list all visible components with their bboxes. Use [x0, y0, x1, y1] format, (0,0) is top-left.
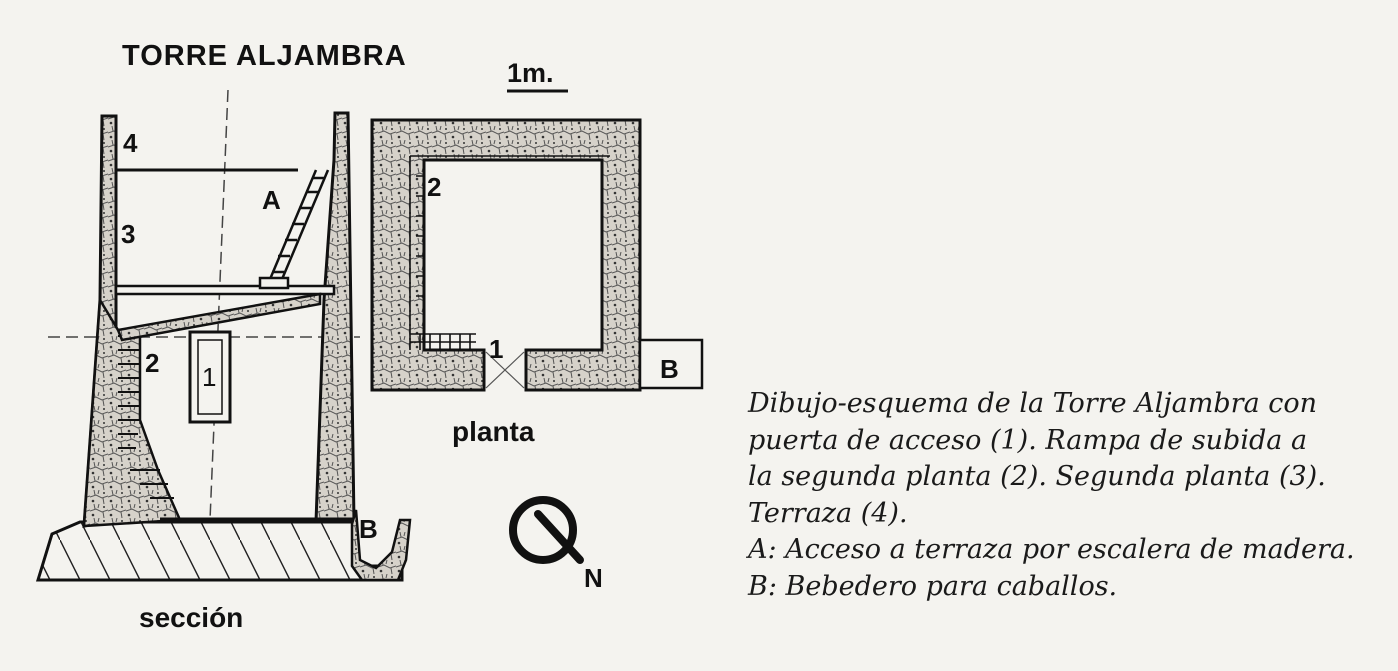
- door-section: [188, 330, 232, 424]
- plan-marker-b: B: [660, 354, 679, 384]
- caption-line-5: A: Acceso a terraza por escalera de made…: [748, 534, 1355, 565]
- section-marker-3: 3: [121, 219, 136, 249]
- caption-line-6: B: Bebedero para caballos.: [748, 570, 1118, 602]
- caption-line-4: Terraza (4).: [748, 497, 908, 529]
- north-arrow: [509, 496, 584, 564]
- trough-plan: [638, 338, 704, 390]
- caption: Dibujo-esquema de la Torre Aljambra con …: [748, 386, 1388, 605]
- plan-view-label: planta: [452, 416, 535, 447]
- caption-line-2: puerta de acceso (1). Rampa de subida a: [748, 424, 1308, 456]
- section-drawing: [35, 89, 412, 582]
- figure-title: TORRE ALJAMBRA: [122, 40, 407, 72]
- plan-marker-2: 2: [427, 172, 442, 202]
- plan-marker-1: 1: [489, 334, 504, 364]
- upper-ramp: [116, 292, 322, 342]
- right-wall: [314, 111, 356, 524]
- second-floor: [114, 284, 336, 296]
- door-plan: [485, 351, 525, 389]
- caption-line-3: la segunda planta (2). Segunda planta (3…: [748, 461, 1326, 492]
- section-marker-4: 4: [123, 128, 138, 158]
- section-marker-a: A: [262, 185, 281, 215]
- section-marker-1: 1: [202, 362, 217, 392]
- plan-drawing: [370, 89, 704, 392]
- section-marker-2: 2: [145, 348, 160, 378]
- section-view-label: sección: [139, 602, 244, 633]
- ground-foundation: [35, 520, 404, 582]
- north-label: N: [584, 563, 603, 593]
- ladder: [258, 169, 330, 290]
- plan-walls: [370, 118, 642, 392]
- scale-label: 1m.: [507, 58, 554, 88]
- section-marker-b: B: [359, 514, 378, 544]
- trough-section: [350, 509, 412, 582]
- caption-line-1: Dibujo-esquema de la Torre Aljambra con: [748, 388, 1318, 419]
